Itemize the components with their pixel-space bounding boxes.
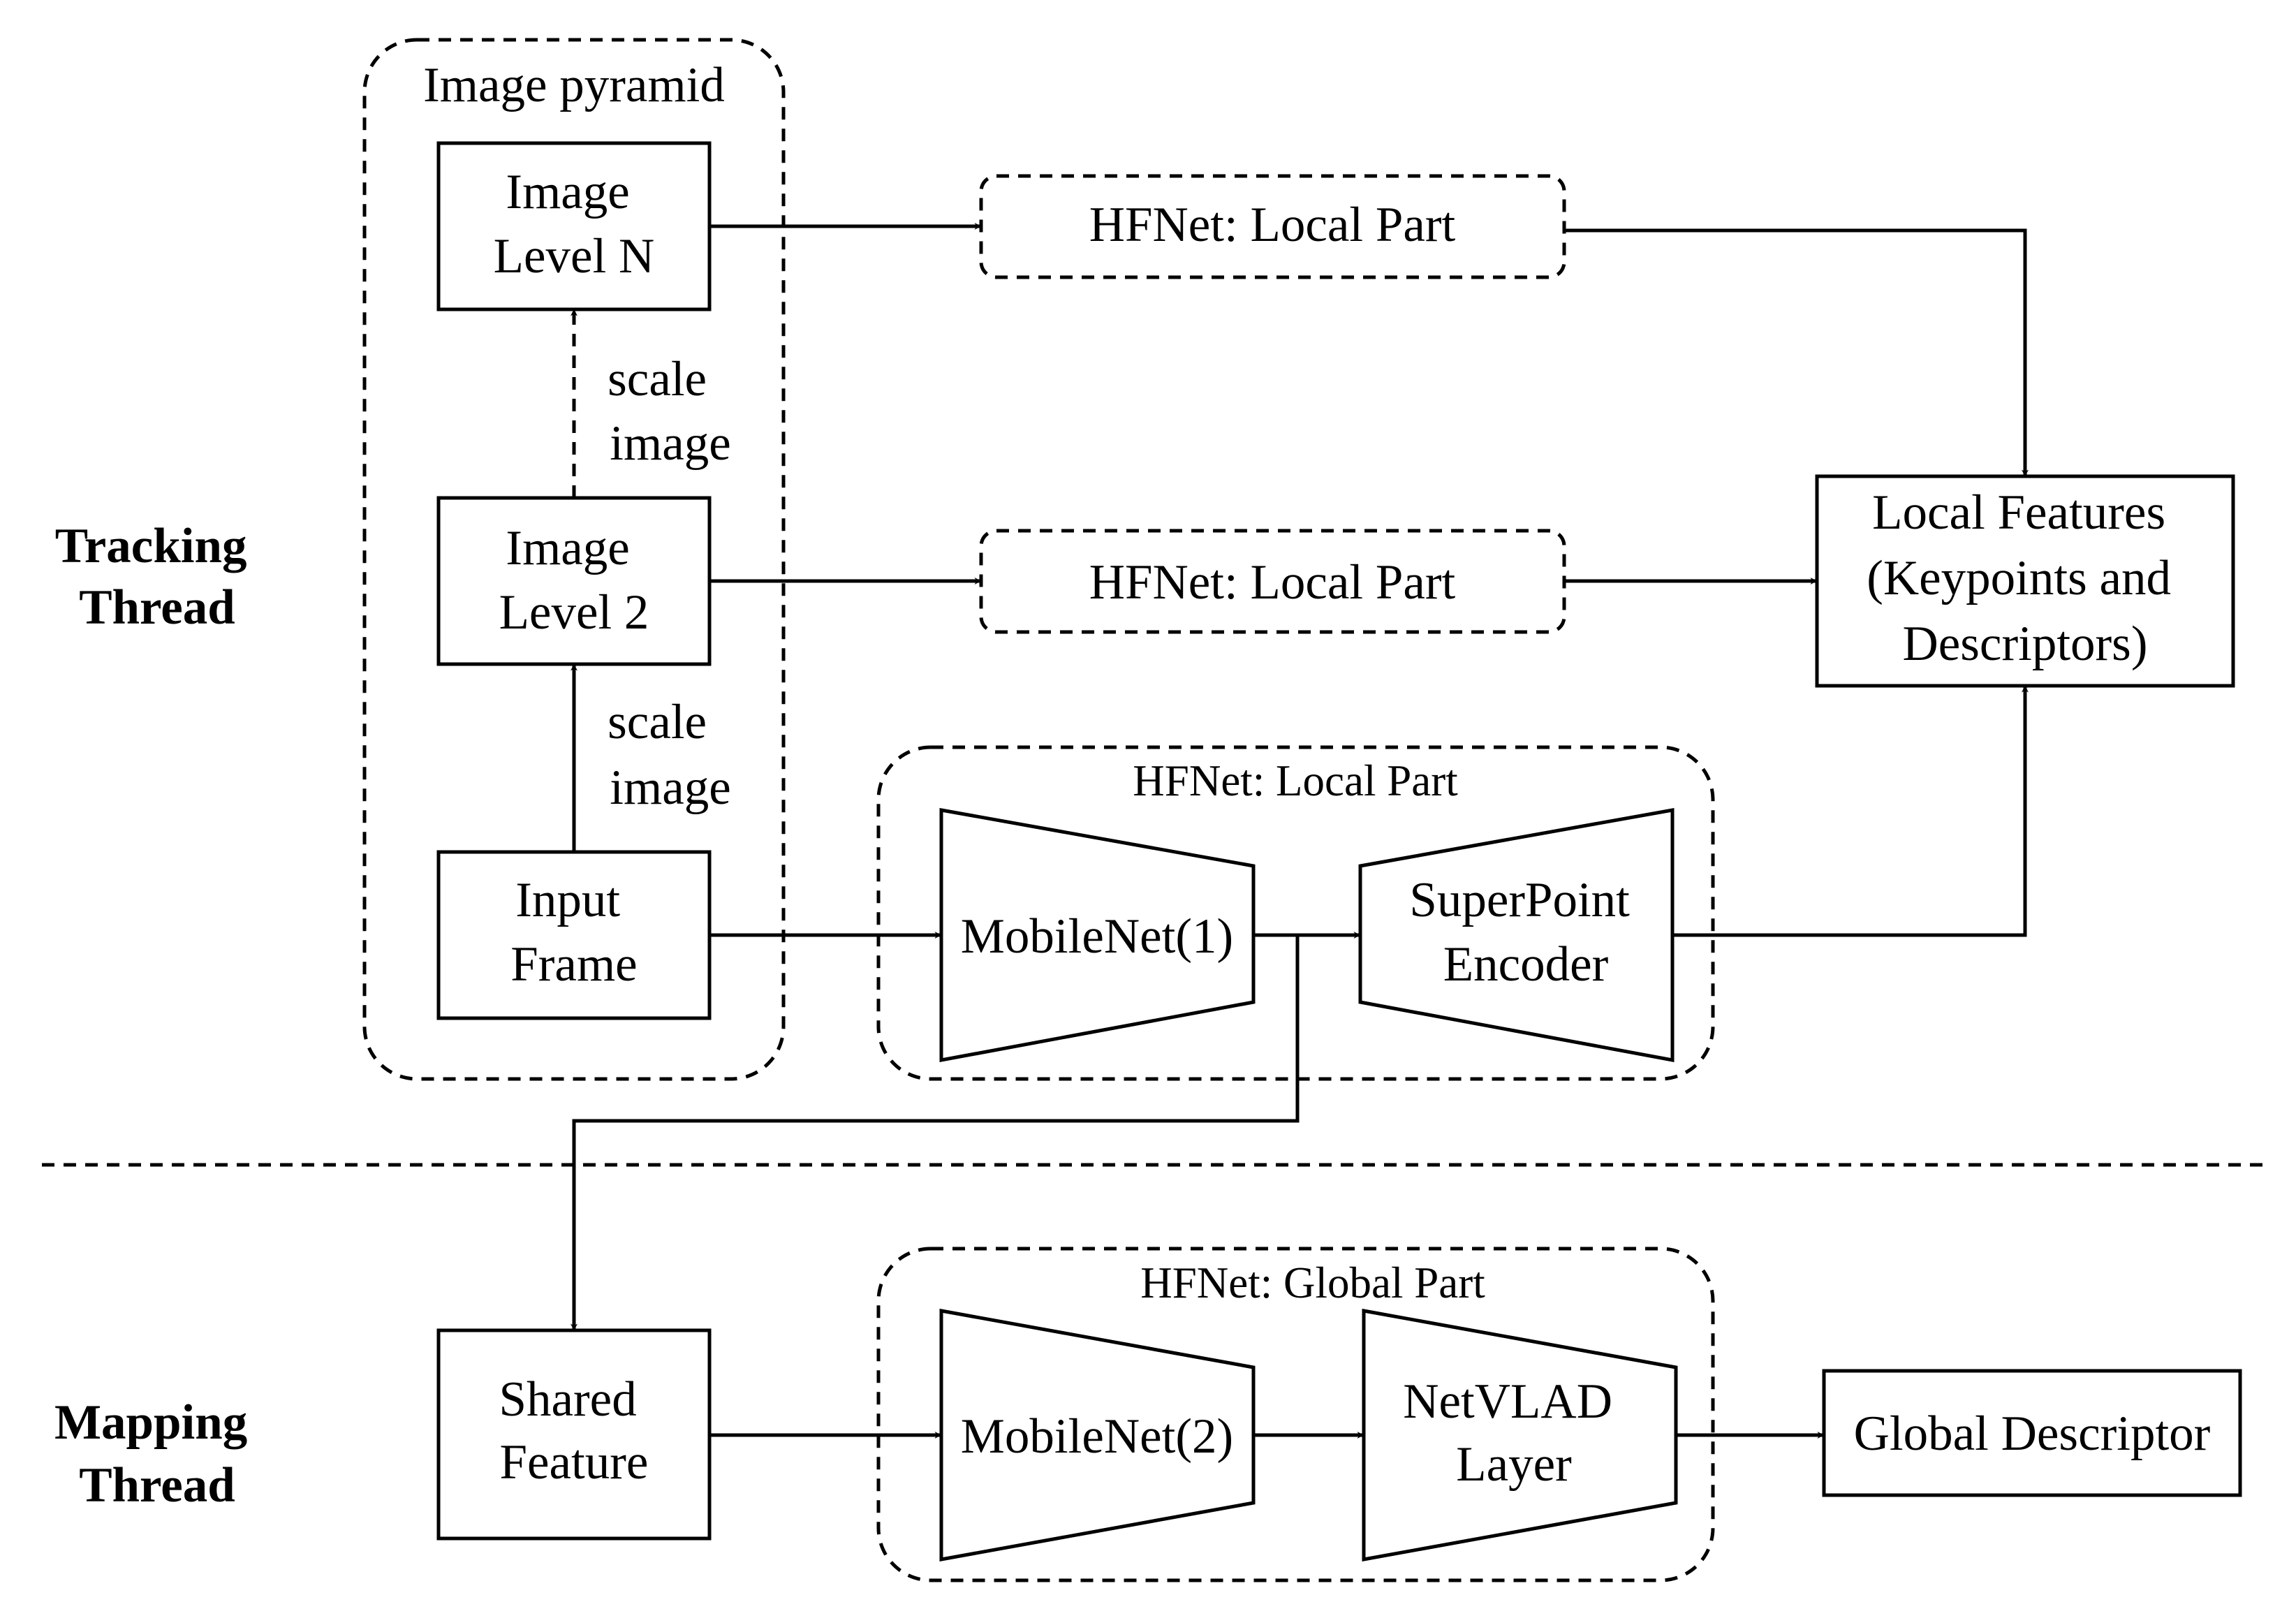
hfnet-global-part-group-title: HFNet: Global Part — [1140, 1258, 1485, 1307]
scale-image-label-lower: scale image — [608, 695, 731, 815]
shared-feature-box — [436, 1328, 712, 1541]
image-pyramid-title: Image pyramid — [423, 58, 725, 112]
hfnet-global-part-group: HFNet: Global Part MobileNet(2) NetVLAD … — [876, 1247, 1715, 1582]
mapping-thread-label: Mapping Thread — [54, 1395, 260, 1513]
mobilenet-2-trapezoid — [939, 1309, 1256, 1561]
hfnet-local-part-top-label: HFNet: Local Part — [1089, 198, 1456, 252]
image-level-n-label: Image Level N — [494, 165, 655, 284]
netvlad-layer-trapezoid — [1362, 1309, 1678, 1561]
arrow-hfnet-top-to-local-features — [1564, 228, 2029, 477]
arrow-mobilenet-1-to-shared-feature — [571, 935, 1300, 1331]
hfnet-local-part-group-title: HFNet: Local Part — [1133, 756, 1458, 805]
connectors — [571, 223, 2029, 1439]
superpoint-encoder-label: SuperPoint Encoder — [1409, 873, 1642, 992]
global-descriptor-label: Global Descriptor — [1854, 1406, 2211, 1461]
shared-feature-label: Shared Feature — [499, 1372, 649, 1490]
scale-image-label-upper: scale image — [608, 352, 731, 471]
netvlad-layer-label: NetVLAD Layer — [1403, 1374, 1624, 1492]
mobilenet-2-label: MobileNet(2) — [961, 1409, 1233, 1464]
mobilenet-1-trapezoid — [939, 808, 1256, 1063]
mobilenet-1-label: MobileNet(1) — [961, 909, 1233, 964]
arrow-superpoint-to-local-features — [1672, 685, 2029, 937]
image-level-2-label: Image Level 2 — [499, 521, 649, 640]
tracking-thread-label: Tracking Thread — [55, 519, 260, 635]
superpoint-encoder-trapezoid — [1358, 808, 1675, 1063]
hfnet-local-part-group: HFNet: Local Part MobileNet(1) SuperPoin… — [876, 745, 1715, 1081]
input-frame-label: Input Frame — [510, 873, 637, 992]
local-features-label: Local Features (Keypoints and Descriptor… — [1867, 485, 2184, 671]
hfnet-local-part-middle-label: HFNet: Local Part — [1089, 555, 1456, 610]
image-pyramid-group: Image pyramid Image Level N Image Level … — [362, 38, 786, 1081]
